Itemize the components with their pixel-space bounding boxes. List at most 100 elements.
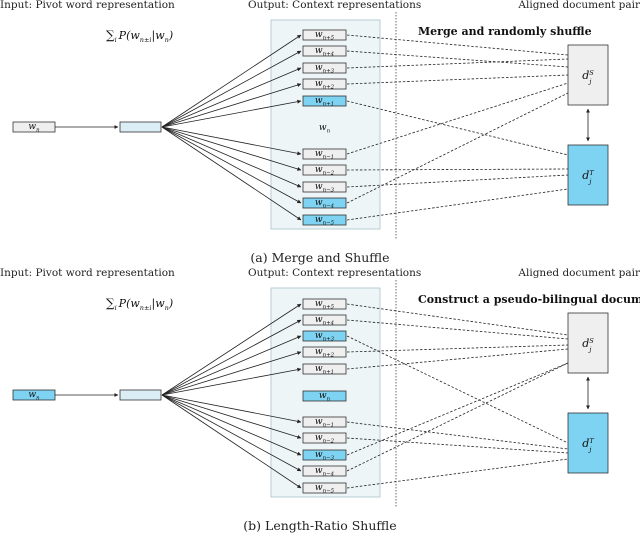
- token-label: wn+2: [315, 79, 335, 91]
- token-label: wn+5: [315, 30, 335, 42]
- token-sub: n−5: [323, 489, 335, 495]
- context-edge: [161, 126, 302, 171]
- action-label: Merge and randomly shuffle: [418, 25, 592, 38]
- context-word-box: [302, 465, 347, 477]
- context-edge: [161, 303, 302, 396]
- token-base: w: [315, 483, 323, 493]
- context-word-box: [302, 45, 347, 57]
- alignment-link: [346, 34, 569, 56]
- context-edge: [161, 83, 302, 128]
- context-edge: [161, 50, 302, 128]
- input-heading: Input: Pivot word representation: [0, 0, 175, 11]
- context-word-box: [302, 197, 347, 209]
- context-word-box: [302, 314, 347, 326]
- token-sup: S: [589, 337, 594, 345]
- context-edge: [161, 394, 302, 439]
- target-document-box: [567, 144, 609, 206]
- alignment-link: [346, 335, 569, 444]
- token-sub: n+1: [323, 370, 334, 376]
- alignment-link: [346, 92, 569, 204]
- alignment-link: [346, 168, 569, 171]
- hidden-layer-box: [119, 389, 162, 401]
- token-base: w: [315, 331, 323, 341]
- context-edge: [161, 67, 302, 128]
- context-word-box: [302, 482, 347, 494]
- token-base: d: [582, 437, 589, 450]
- token-sub: n+5: [323, 305, 335, 311]
- context-word-box: [302, 330, 347, 342]
- token-sup: T: [589, 169, 594, 177]
- alignment-link: [346, 344, 569, 353]
- token-label: wn−5: [315, 483, 335, 495]
- context-edge: [161, 367, 302, 396]
- alignment-link: [346, 458, 569, 489]
- token-sub: n+3: [323, 337, 335, 343]
- token-label: wn+5: [315, 299, 335, 311]
- token-sub: j: [587, 177, 591, 185]
- token-sub: n−3: [323, 188, 335, 194]
- token-sub: n−4: [323, 204, 335, 210]
- token-base: w: [315, 96, 323, 106]
- panel-length-ratio-shuffle: Input: Pivot word representation Output: …: [0, 267, 640, 533]
- context-word-box: [302, 346, 347, 358]
- aligned-heading: Aligned document pair: [517, 267, 640, 279]
- context-edge: [161, 394, 302, 489]
- action-label: Construct a pseudo-bilingual document: [418, 293, 640, 306]
- alignment-link: [346, 421, 569, 450]
- context-edge: [161, 351, 302, 396]
- token-base: w: [315, 165, 323, 175]
- context-edge: [161, 394, 302, 424]
- context-word-box: [302, 164, 347, 176]
- token-base: w: [315, 466, 323, 476]
- input-heading: Input: Pivot word representation: [0, 267, 175, 279]
- token-base: w: [315, 46, 323, 56]
- context-word-box: [302, 95, 347, 107]
- token-sub: j: [587, 445, 591, 453]
- token-sub: n+5: [323, 36, 335, 42]
- token-base: w: [319, 391, 327, 401]
- context-word-box: [302, 390, 347, 402]
- token-label: wn+1: [315, 96, 334, 108]
- token-sub: n+2: [323, 353, 335, 359]
- context-word-box: [302, 449, 347, 461]
- alignment-link: [346, 188, 569, 221]
- context-edge: [161, 34, 302, 128]
- context-edge: [161, 319, 302, 396]
- output-heading: Output: Context representations: [248, 267, 421, 279]
- token-base: w: [315, 450, 323, 460]
- alignment-link: [346, 362, 569, 456]
- context-word-box: [302, 181, 347, 193]
- token-label: wn−2: [315, 165, 335, 177]
- context-word-box: [302, 432, 347, 444]
- token-base: w: [319, 123, 327, 133]
- context-edge: [161, 126, 302, 204]
- alignment-link: [346, 303, 569, 336]
- token-base: w: [315, 417, 323, 427]
- token-sub: j: [587, 77, 591, 85]
- panel-merge-shuffle: Input: Pivot word representation Output: …: [0, 0, 640, 265]
- token-sub: j: [587, 345, 591, 353]
- token-label: wn−3: [315, 450, 335, 462]
- token-base: w: [315, 198, 323, 208]
- token-label: wn−4: [315, 198, 335, 210]
- context-word-box: [302, 29, 347, 41]
- token-label: wn−2: [315, 433, 335, 445]
- token-sub: n−1: [323, 423, 334, 429]
- token-sub: n−3: [323, 456, 335, 462]
- alignment-link: [346, 74, 569, 85]
- token-base: w: [315, 315, 323, 325]
- token-sup: T: [589, 437, 594, 445]
- token-sub: n: [36, 128, 40, 134]
- token-sub: n−4: [323, 472, 335, 478]
- token-label: wn+3: [315, 63, 335, 75]
- token-label: wn−1: [315, 149, 334, 161]
- output-heading: Output: Context representations: [248, 0, 421, 11]
- token-sub: n+1: [323, 102, 334, 108]
- context-word-box: [302, 416, 347, 428]
- context-edge: [161, 394, 302, 472]
